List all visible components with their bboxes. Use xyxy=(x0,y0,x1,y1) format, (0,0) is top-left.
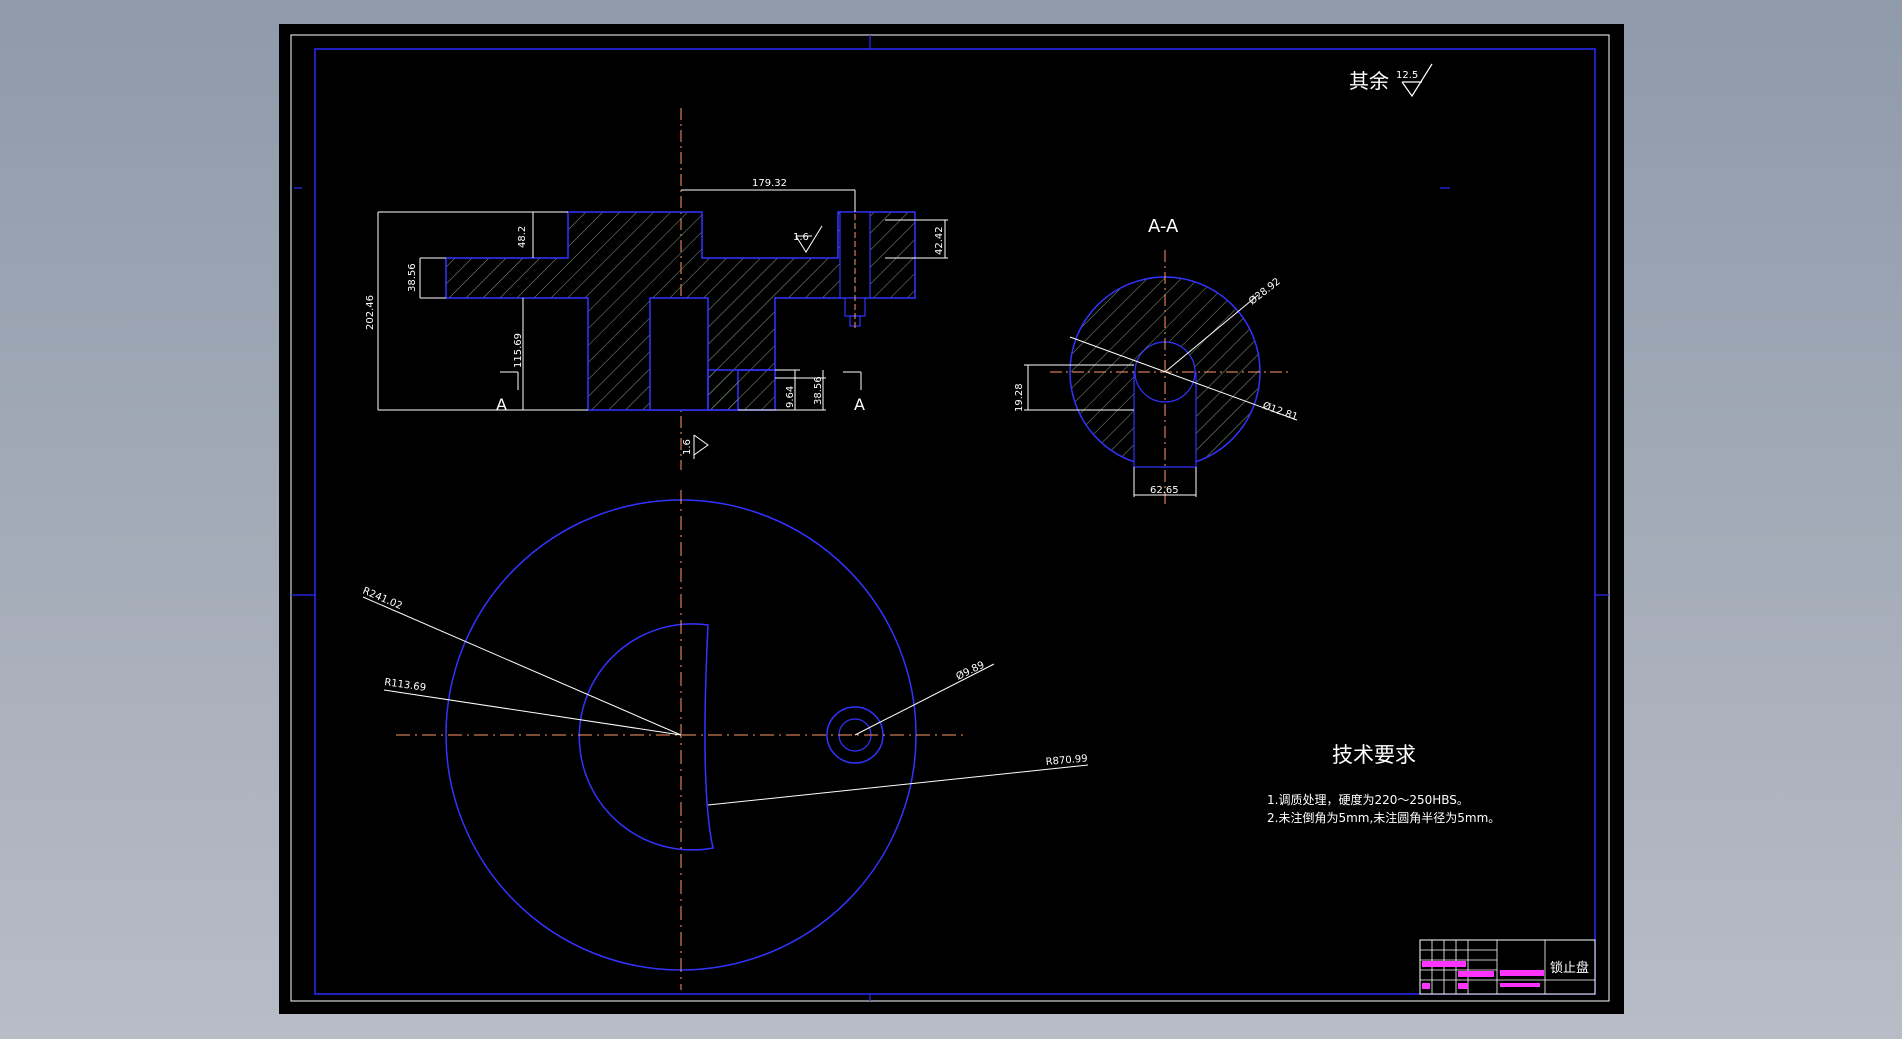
bore-cavity xyxy=(649,297,709,411)
surface-finish-note: 其余 12.5 xyxy=(1349,63,1433,98)
dim-slot-width: 9.64 xyxy=(785,386,796,408)
dim-height-total: 202.46 xyxy=(365,295,376,330)
tech-requirements-title: 技术要求 xyxy=(1332,743,1416,767)
tech-requirements: 技术要求 1.调质处理，硬度为220～250HBS。 2.未注倒角为5mm,未注… xyxy=(1267,743,1500,825)
inner-border xyxy=(314,48,1596,995)
title-block: 锁止盘 xyxy=(1419,939,1596,995)
front-view: 179.32 202.46 48.2 38.56 115.69 42.42 9.… xyxy=(365,108,948,470)
dim-large-radius: R870.99 xyxy=(1045,753,1088,768)
tech-requirement-1: 1.调质处理，硬度为220～250HBS。 xyxy=(1267,792,1469,807)
inner-arc xyxy=(578,623,714,851)
dim-flange-thickness: 38.56 xyxy=(407,263,418,292)
roughness-symbol-icon xyxy=(1401,63,1433,98)
dim-offset: 19.28 xyxy=(1014,383,1025,412)
section-title: A-A xyxy=(1148,216,1179,237)
drawing-sheet xyxy=(279,24,1624,1014)
dim-hub-height: 115.69 xyxy=(513,333,524,368)
roughness-a: 1.6 xyxy=(793,232,809,243)
dim-height-top: 48.2 xyxy=(517,226,528,248)
surface-finish-value: 12.5 xyxy=(1396,70,1418,81)
dim-width-top: 179.32 xyxy=(752,178,787,189)
section-mark-left: A xyxy=(496,395,507,414)
roughness-b: 1.6 xyxy=(682,439,693,455)
section-view-aa: A-A Ø28.92 Ø12.81 19.28 62.65 xyxy=(1014,216,1299,505)
part-name: 锁止盘 xyxy=(1550,960,1589,976)
surface-finish-label: 其余 xyxy=(1349,69,1389,93)
dim-keyway-width: 62.65 xyxy=(1150,485,1179,496)
dim-bolt: 42.42 xyxy=(934,226,945,255)
dim-slot-height: 38.56 xyxy=(813,376,824,405)
section-mark-right: A xyxy=(854,395,865,414)
tech-requirement-2: 2.未注倒角为5mm,未注圆角半径为5mm。 xyxy=(1267,810,1500,825)
outer-border xyxy=(290,34,1610,1002)
